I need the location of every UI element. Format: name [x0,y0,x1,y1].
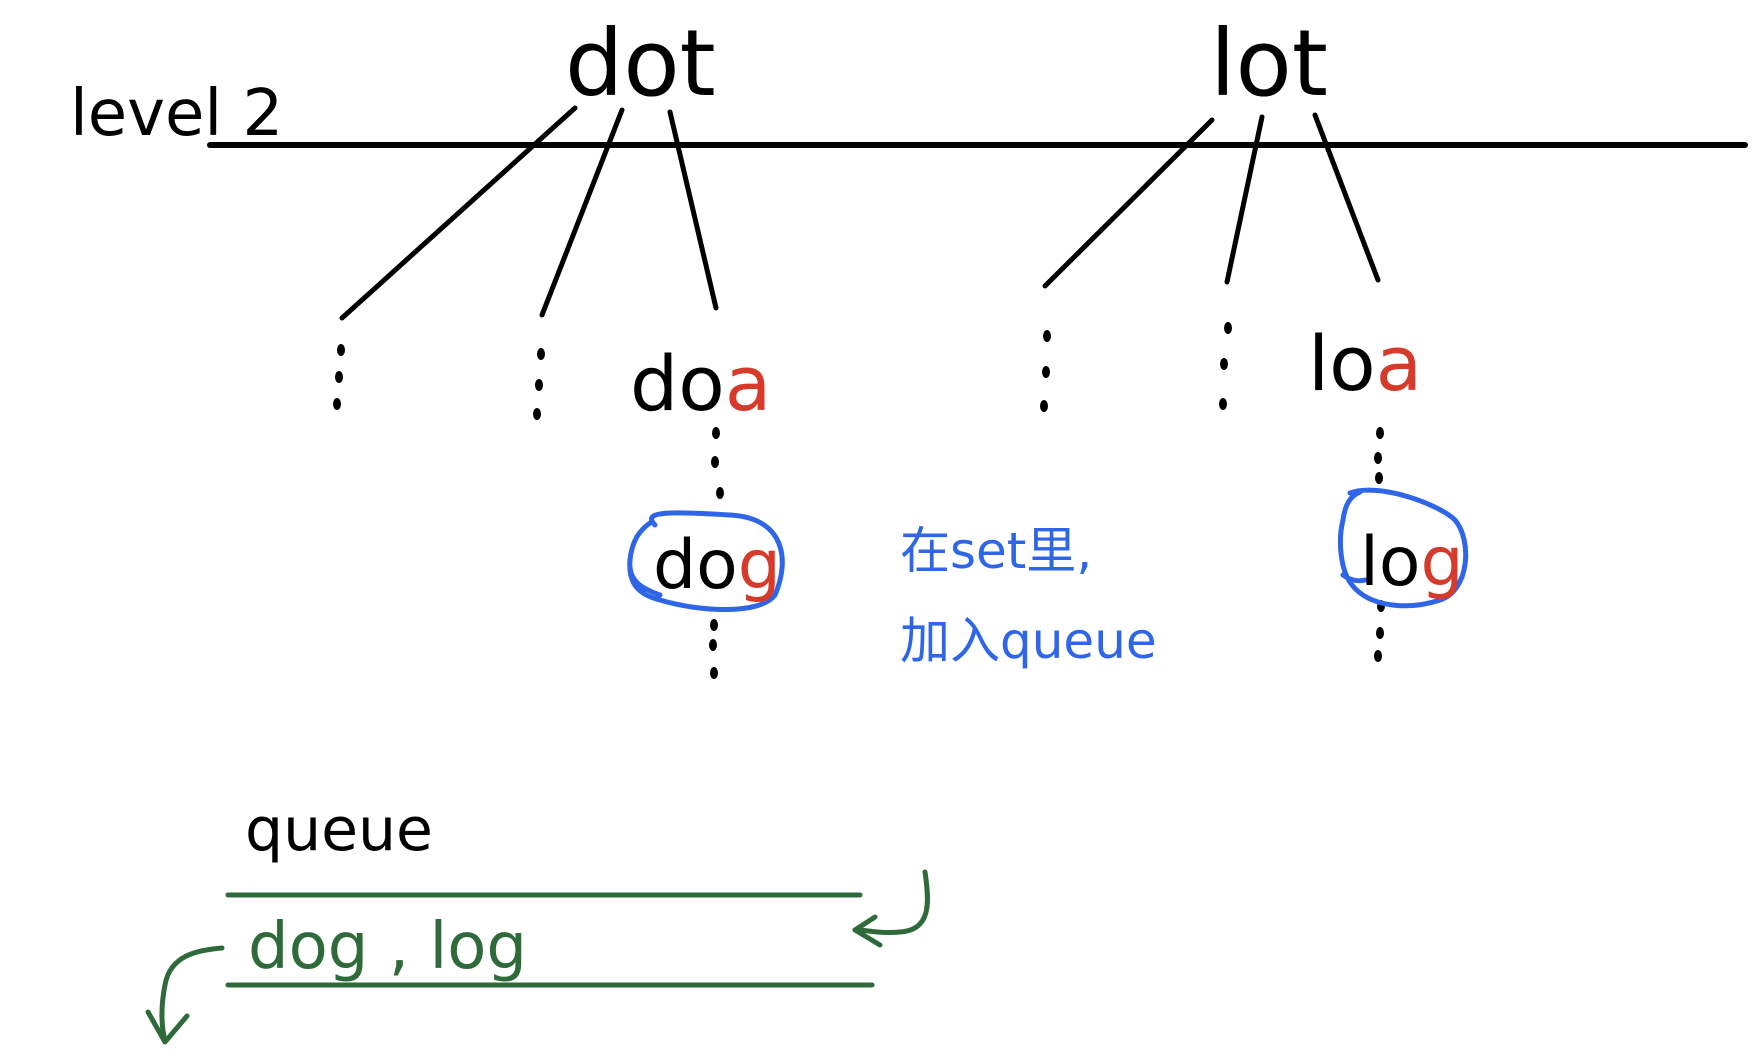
ellipsis-below-log [1374,600,1385,662]
dequeue-arrow [159,945,225,1043]
ellipsis-doa-dog [711,427,724,499]
lot-branch-line-2 [1224,114,1265,285]
dot-branch-line-2 [539,107,625,318]
ellipsis-below-dog [709,619,718,679]
child-doa-letter: a [725,339,772,428]
enqueue-arrow [852,869,930,936]
note-line-1: 在set里, [900,522,1092,580]
ellipsis-loa-log [1374,427,1384,484]
child-log: log [1360,523,1464,602]
ellipsis-lot-1 [1040,330,1051,412]
child-loa-stem: lo [1308,319,1376,408]
child-loa-letter: a [1376,319,1423,408]
enqueue-arrowhead [852,914,883,948]
child-dog-stem: do [653,526,738,605]
queue-contents: dog , log [248,910,527,984]
dequeue-arrowhead [145,1009,190,1045]
log-highlight-circle [1337,487,1469,609]
dot-branch-line-3 [667,109,719,311]
child-log-stem: lo [1360,523,1421,602]
note-line-2: 加入queue [900,612,1157,670]
child-dog-letter: g [738,526,781,605]
ellipsis-lot-2 [1219,322,1232,410]
child-doa: doa [630,339,771,428]
dot-branch-line-1 [339,105,578,321]
child-dog: dog [653,526,781,605]
node-lot: lot [1210,10,1328,117]
dog-highlight-circle [627,510,785,612]
ellipsis-dot-2 [533,348,545,420]
ellipsis-dot-1 [333,344,345,410]
queue-label: queue [245,795,433,865]
lot-branch-line-1 [1042,117,1215,289]
level-label: level 2 [70,77,283,151]
child-loa: loa [1308,319,1422,408]
child-log-letter: g [1421,523,1464,602]
lot-branch-line-3 [1312,112,1381,283]
node-dot: dot [565,10,716,117]
child-doa-stem: do [630,339,725,428]
